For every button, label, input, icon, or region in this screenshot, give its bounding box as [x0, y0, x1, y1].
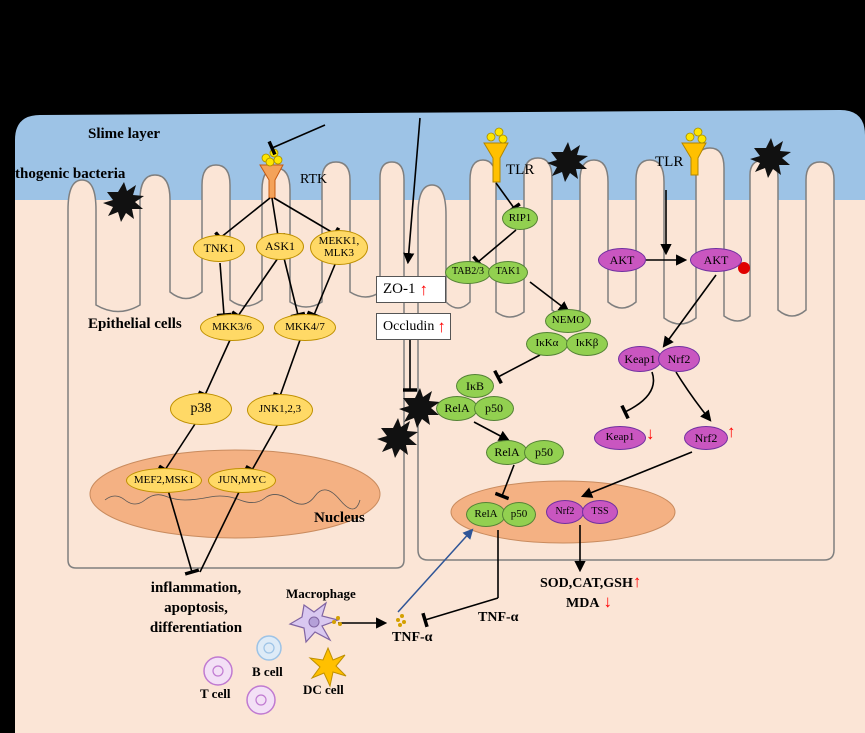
- tlr-receptor-left: [483, 127, 509, 183]
- node-rela-1: RelA: [436, 396, 478, 421]
- occludin-up-arrow: ↑: [437, 316, 446, 336]
- node-p50-2: p50: [524, 440, 564, 465]
- keap1-down-arrow: ↓: [646, 424, 655, 443]
- node-ikka: IκKα: [526, 332, 568, 356]
- nucleus-label: Nucleus: [314, 510, 365, 526]
- node-ikb: IκB: [456, 374, 494, 398]
- node-p50-1: p50: [474, 396, 514, 421]
- tnf-left-label: TNF-α: [392, 630, 433, 645]
- bacterium-4: [399, 388, 440, 428]
- rtk-label: RTK: [300, 172, 328, 187]
- bacterium-5: [377, 418, 418, 458]
- mda-label: MDA↓: [566, 592, 612, 612]
- dc-cell-icon: [308, 646, 347, 688]
- t-cell-icon-2: [246, 685, 276, 715]
- tnf-to-nfkb-arrow: [397, 528, 474, 613]
- node-rip1: RIP1: [502, 207, 538, 230]
- node-mekk1-line: MEKK1,: [318, 234, 360, 247]
- tlr-left-label: TLR: [506, 162, 535, 178]
- left-epithelial-cell: [67, 161, 405, 569]
- tnf-right-label: TNF-α: [478, 610, 519, 625]
- sod-cat-gsh-label: SOD,CAT,GSH↑: [540, 572, 641, 592]
- dc-cell-label: DC cell: [303, 682, 344, 697]
- chromatin-left: [104, 489, 361, 510]
- t-cell-label: T cell: [200, 686, 231, 701]
- zo1-box: ZO-1 ↑: [376, 276, 446, 303]
- epithelial-cells-label: Epithelial cells: [88, 316, 182, 332]
- macrophage-label: Macrophage: [286, 586, 356, 601]
- outcome-line-2: apoptosis,: [164, 600, 228, 616]
- node-p38: p38: [170, 393, 232, 425]
- node-jnk: JNK1,2,3: [247, 394, 313, 426]
- bacteria-group: [103, 138, 791, 458]
- node-nrf2-up: Nrf2: [684, 426, 728, 450]
- node-mkk36: MKK3/6: [200, 314, 264, 341]
- node-tab23: TAB2/3: [445, 261, 491, 284]
- rtk-receptor: [259, 148, 284, 199]
- outcome-line-3: differentiation: [149, 620, 243, 636]
- node-jun-myc: JUN,MYC: [208, 468, 276, 493]
- slime-layer-label: Slime layer: [88, 126, 161, 142]
- node-mkk47: MKK4/7: [274, 314, 336, 341]
- t-cell-icon: [203, 656, 233, 686]
- node-p50-3: p50: [502, 502, 536, 527]
- zo1-text: ZO-1: [383, 281, 416, 297]
- outcome-line-1: inflammation,: [150, 580, 242, 596]
- bacterium-2: [547, 142, 588, 182]
- occludin-text: Occludin: [383, 318, 435, 334]
- b-cell-icon: [256, 635, 282, 661]
- node-nrf2: Nrf2: [658, 346, 700, 372]
- nrf2-up-text: Nrf2: [694, 430, 718, 445]
- tnf-secretion-icon: [332, 616, 342, 626]
- zo1-up-arrow: ↑: [419, 279, 429, 299]
- node-mef2-msk1: MEF2,MSK1: [126, 468, 202, 493]
- macrophage-icon: [288, 601, 341, 644]
- tlr-receptor-right: [681, 127, 707, 176]
- tlr-right-label: TLR: [655, 154, 684, 170]
- node-akt-1: AKT: [598, 248, 646, 272]
- node-tss: TSS: [582, 500, 618, 524]
- node-ask1: ASK1: [256, 233, 304, 260]
- sod-up-arrow: ↑: [632, 572, 642, 591]
- node-mlk3-line: MLK3: [324, 246, 354, 259]
- occludin-box: Occludin ↑: [376, 313, 451, 340]
- sod-text: SOD,CAT,GSH: [540, 576, 633, 591]
- tnf-molecule-icon: [396, 614, 406, 627]
- mda-text: MDA: [566, 596, 600, 611]
- bacterium-1: [103, 182, 144, 222]
- node-nemo: NEMO: [545, 309, 591, 333]
- phospho-dot: [738, 262, 750, 274]
- pathogenic-bacteria-label: thogenic bacteria: [15, 166, 126, 182]
- node-akt-2: AKT: [690, 248, 742, 272]
- node-tak1: TAK1: [488, 261, 528, 284]
- node-tnk1: TNK1: [193, 235, 245, 262]
- keap1-down-text: Keap1: [605, 431, 635, 444]
- connectors: [158, 117, 717, 629]
- bacterium-3: [750, 138, 791, 178]
- nrf2-up-arrow: ↑: [727, 422, 736, 441]
- mda-down-arrow: ↓: [603, 592, 612, 611]
- node-mekk1-mlk3: MEKK1, MLK3: [310, 230, 368, 265]
- node-keap1-down: Keap1: [594, 426, 646, 450]
- b-cell-label: B cell: [252, 664, 283, 679]
- outcome-text: inflammation, apoptosis, differentiation: [132, 578, 260, 638]
- node-rela-2: RelA: [486, 440, 528, 465]
- node-ikkb: IκKβ: [566, 332, 608, 356]
- node-nrf2-nucleus: Nrf2: [546, 500, 584, 524]
